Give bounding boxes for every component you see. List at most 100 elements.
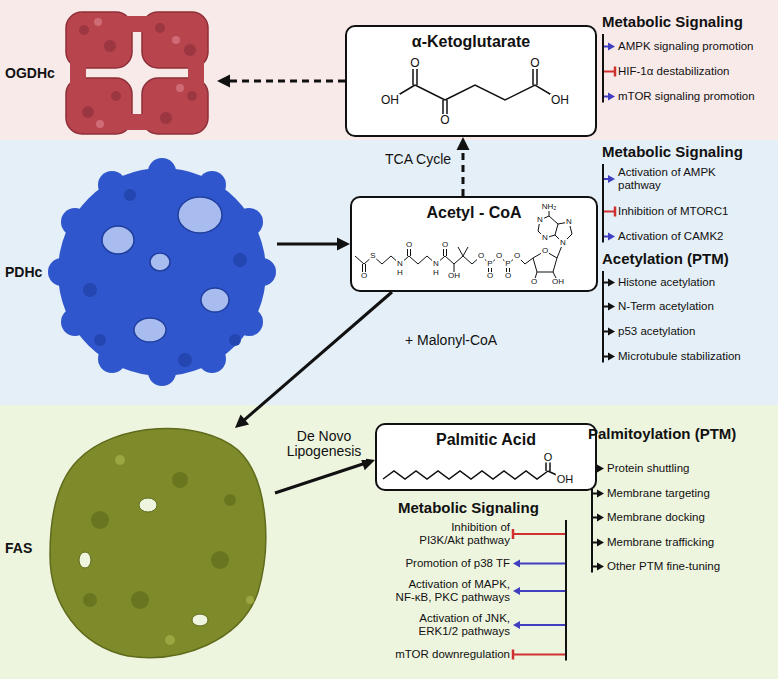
atom-label: P: [504, 260, 511, 268]
atom-label: OH: [551, 278, 565, 286]
signal-item: Inhibition of MTORC1: [618, 205, 728, 218]
atom-label: O: [360, 272, 368, 280]
arrowhead: [597, 563, 604, 571]
arrowhead: [597, 539, 604, 547]
molecule-name: Palmitic Acid: [377, 430, 595, 449]
signal-group: [513, 520, 566, 661]
atom-label: O: [504, 272, 512, 280]
arrowhead: [513, 560, 520, 568]
signal-bar: [602, 271, 604, 363]
atom-label: OH: [380, 94, 400, 106]
molecule-box: Acetyl - CoAOSNHONHOOHOPOOPOOOOHONNNNNH₂: [350, 196, 598, 292]
arrowhead: [608, 233, 615, 241]
atom-label: O: [513, 252, 521, 260]
signal-item: Inhibition of PI3K/Akt pathway: [410, 521, 510, 547]
section-heading: Metabolic Signaling: [602, 143, 743, 161]
signal-item: Membrane targeting: [607, 487, 710, 500]
arrowhead: [597, 465, 604, 473]
connector-line: [244, 292, 392, 420]
arrowhead: [513, 587, 520, 595]
connector: [235, 292, 392, 428]
signal-item: Membrane docking: [607, 511, 705, 524]
signal-group: [603, 164, 615, 243]
section-heading: Metabolic Signaling: [398, 499, 539, 517]
arrowhead: [608, 43, 615, 51]
section-heading: Metabolic Signaling: [602, 13, 743, 31]
atom-label: O: [495, 252, 503, 260]
connector-line: [277, 243, 338, 246]
signal-item: Protein shuttling: [607, 462, 689, 475]
arrowhead: [608, 303, 615, 311]
inhibition-bar: [614, 207, 617, 217]
atom-label: N: [396, 260, 404, 268]
complex-name: FAS: [5, 540, 32, 557]
molecule-name: α-Ketoglutarate: [347, 32, 595, 51]
signal-item: Activation of AMPK pathway: [618, 166, 748, 192]
connector-line: [519, 563, 566, 565]
atom-label: OH: [556, 474, 575, 485]
atom-label: N: [541, 234, 549, 242]
arrowhead: [608, 328, 615, 336]
arrowhead: [513, 621, 520, 629]
enzyme-complex: OGDHc: [5, 8, 217, 138]
connector: [277, 238, 350, 251]
atom-label: O: [543, 452, 554, 463]
atom-label: O: [409, 57, 420, 69]
signal-item: Activation of JNK, ERK1/2 pathways: [388, 612, 510, 638]
arrowhead: [337, 238, 350, 251]
atom-label: O: [477, 252, 485, 260]
signal-item: p53 acetylation: [618, 325, 695, 338]
arrowhead: [608, 175, 615, 183]
connector-line: [519, 624, 566, 626]
signal-item: Activation of CAMK2: [618, 230, 723, 243]
connector-line: [519, 590, 566, 592]
atom-label: H: [396, 269, 404, 277]
atom-label: O: [441, 241, 449, 249]
inhibition-line: [513, 654, 566, 656]
atom-label: O: [439, 114, 450, 126]
molecule-box: Palmitic AcidOOH: [375, 423, 597, 491]
atom-label: O: [529, 57, 540, 69]
atom-label: N: [565, 218, 573, 226]
section-heading: Acetylation (PTM): [602, 250, 729, 268]
connector-line: [462, 149, 465, 196]
atom-label: OH: [447, 272, 461, 280]
atom-label: N: [536, 216, 544, 224]
signal-bar: [602, 164, 604, 243]
atom-label: NH₂: [541, 203, 558, 211]
atom-label: O: [530, 278, 538, 286]
atom-label: H: [432, 269, 440, 277]
complex-name: OGDHc: [5, 65, 55, 82]
signal-item: AMPK signaling promotion: [618, 40, 754, 53]
inhibition-line: [603, 71, 615, 73]
signal-item: Membrane trafficking: [607, 536, 714, 549]
signal-item: Other PTM fine-tuning: [607, 560, 720, 573]
connector-line: [275, 464, 364, 493]
connector: [217, 75, 345, 88]
signal-item: Promotion of p38 TF: [388, 557, 510, 570]
atom-label: O: [405, 241, 413, 249]
complex-name: PDHc: [5, 264, 42, 281]
signal-item: Histone acetylation: [618, 276, 715, 289]
signal-item: mTOR signaling promotion: [618, 90, 755, 103]
signal-bar: [565, 520, 567, 661]
connector: [457, 137, 470, 196]
signal-bar: [602, 34, 604, 103]
arrowhead: [457, 137, 470, 150]
atom-label: N: [432, 260, 440, 268]
arrowhead: [235, 415, 249, 428]
arrowhead: [608, 279, 615, 287]
atom-label: P: [486, 260, 493, 268]
connector-line: [229, 80, 345, 83]
signal-group: [603, 34, 615, 103]
enzyme-complex: FAS: [5, 428, 275, 668]
atom-label: N: [559, 239, 567, 247]
signal-item: HIF-1α destabilization: [618, 65, 729, 78]
atom-label: OH: [550, 94, 570, 106]
arrowhead: [608, 353, 615, 361]
molecule-box: α-KetoglutarateOH O O O OH: [345, 25, 597, 137]
section-heading: Palmitoylation (PTM): [588, 425, 736, 443]
arrowhead: [597, 490, 604, 498]
inhibition-line: [513, 533, 566, 535]
atom-label: S: [369, 252, 376, 260]
